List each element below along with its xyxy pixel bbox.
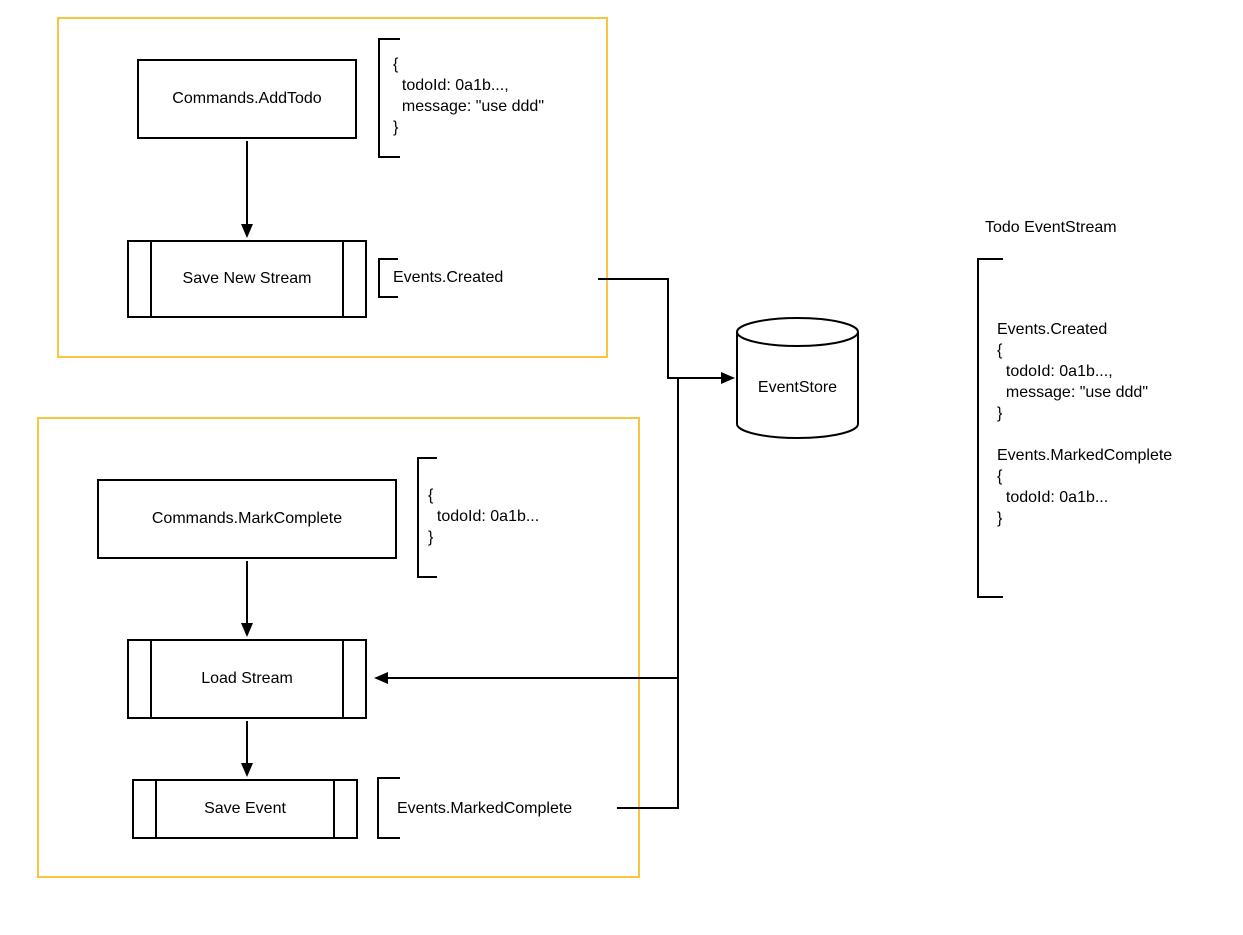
addtodo-payload-text: { todoId: 0a1b..., message: "use ddd" } [393, 56, 544, 136]
node-load-stream: Load Stream [127, 639, 367, 719]
node-save-event: Save Event [132, 779, 358, 839]
bracket-markcomplete-payload [417, 457, 437, 578]
events-created-label: Events.Created [393, 269, 504, 286]
event-stream-contents: Events.Created { todoId: 0a1b..., messag… [997, 321, 1173, 527]
node-save-event-label: Save Event [204, 800, 286, 818]
node-commands-add-todo-label: Commands.AddTodo [172, 90, 322, 108]
node-load-stream-label: Load Stream [201, 670, 293, 688]
event-stream-title: Todo EventStream [985, 219, 1117, 236]
bracket-event-stream [977, 258, 1003, 598]
events-marked-complete-label: Events.MarkedComplete [397, 800, 573, 817]
node-commands-mark-complete-label: Commands.MarkComplete [151, 510, 343, 528]
node-commands-mark-complete: Commands.MarkComplete [97, 479, 397, 559]
node-commands-add-todo: Commands.AddTodo [137, 59, 357, 139]
add-todo-flow-container [57, 17, 608, 358]
bracket-addtodo-payload [378, 38, 400, 158]
bracket-events-marked-complete [377, 777, 400, 839]
bracket-events-created [378, 258, 398, 298]
arrow-eventscreated-to-eventstore [598, 278, 735, 384]
node-save-new-stream: Save New Stream [127, 240, 367, 318]
node-save-new-stream-label: Save New Stream [182, 270, 312, 288]
eventstore-label: EventStore [757, 379, 838, 396]
markcomplete-payload-text: { todoId: 0a1b... } [428, 487, 540, 546]
eventstore-cylinder-shape [736, 317, 859, 439]
